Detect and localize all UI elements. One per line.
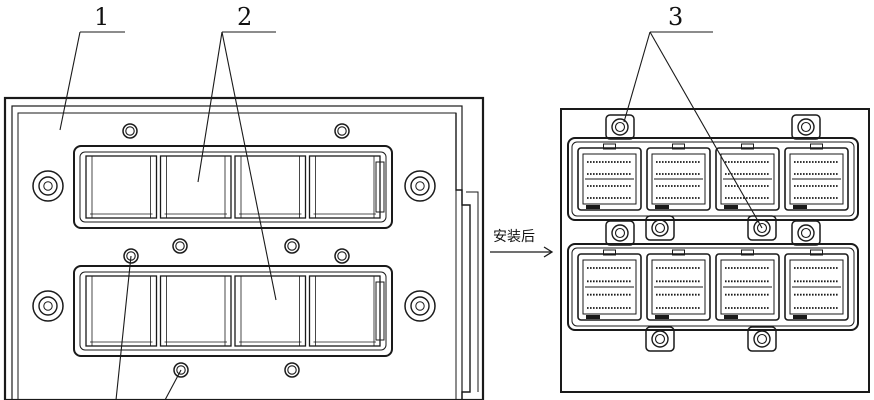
- slot-cell: [234, 155, 307, 219]
- connector-module: [646, 143, 711, 211]
- bracket-plate: [17, 112, 457, 400]
- mounting-tab: [791, 220, 821, 246]
- connector-module: [577, 249, 642, 321]
- bracket-outer-frame: [3, 96, 485, 400]
- slot-cell: [308, 275, 381, 347]
- mounting-tab: [645, 215, 675, 241]
- screw-hole: [334, 248, 350, 264]
- connector-module: [784, 143, 849, 211]
- slot-latch: [375, 281, 385, 341]
- bracket-before-install: [3, 96, 485, 400]
- bracket-side-flange: [455, 113, 471, 400]
- bracket-after-install: [560, 108, 870, 393]
- connector-module: [646, 249, 711, 321]
- mounting-tab: [605, 114, 635, 140]
- screw-hole: [172, 238, 188, 254]
- mounting-tab: [645, 326, 675, 352]
- slot-latch: [375, 161, 385, 213]
- side-mount-hole: [404, 290, 436, 322]
- callout-2: 2: [237, 3, 252, 31]
- callout-1: 1: [94, 3, 109, 31]
- screw-hole: [173, 362, 189, 378]
- screw-hole: [334, 123, 350, 139]
- connector-row-2: [567, 243, 859, 331]
- slot-cell: [159, 275, 232, 347]
- screw-hole: [284, 362, 300, 378]
- screw-hole: [284, 238, 300, 254]
- side-mount-hole: [32, 170, 64, 202]
- slot-cell: [308, 155, 381, 219]
- mounting-tab: [747, 326, 777, 352]
- mounting-tab: [605, 220, 635, 246]
- connector-module: [784, 249, 849, 321]
- bracket-side-flange-edge: [466, 191, 479, 392]
- arrow-label: 安装后: [493, 229, 535, 245]
- installed-plate: [560, 108, 870, 393]
- connector-module: [577, 143, 642, 211]
- mounting-tab: [791, 114, 821, 140]
- callout-3: 3: [668, 3, 683, 31]
- slot-cell: [85, 155, 158, 219]
- connector-module: [715, 143, 780, 211]
- screw-hole: [122, 123, 138, 139]
- install-arrow: 安装后: [490, 229, 554, 258]
- slot-cell: [159, 155, 232, 219]
- connector-row-1: [567, 137, 859, 221]
- slot-cell: [85, 275, 158, 347]
- side-mount-hole: [32, 290, 64, 322]
- arrow-head-icon: [543, 246, 554, 258]
- connector-module: [715, 249, 780, 321]
- slot-frame-row-1: [73, 145, 393, 229]
- side-mount-hole: [404, 170, 436, 202]
- slot-cell: [234, 275, 307, 347]
- callout-leaders: [59, 31, 763, 400]
